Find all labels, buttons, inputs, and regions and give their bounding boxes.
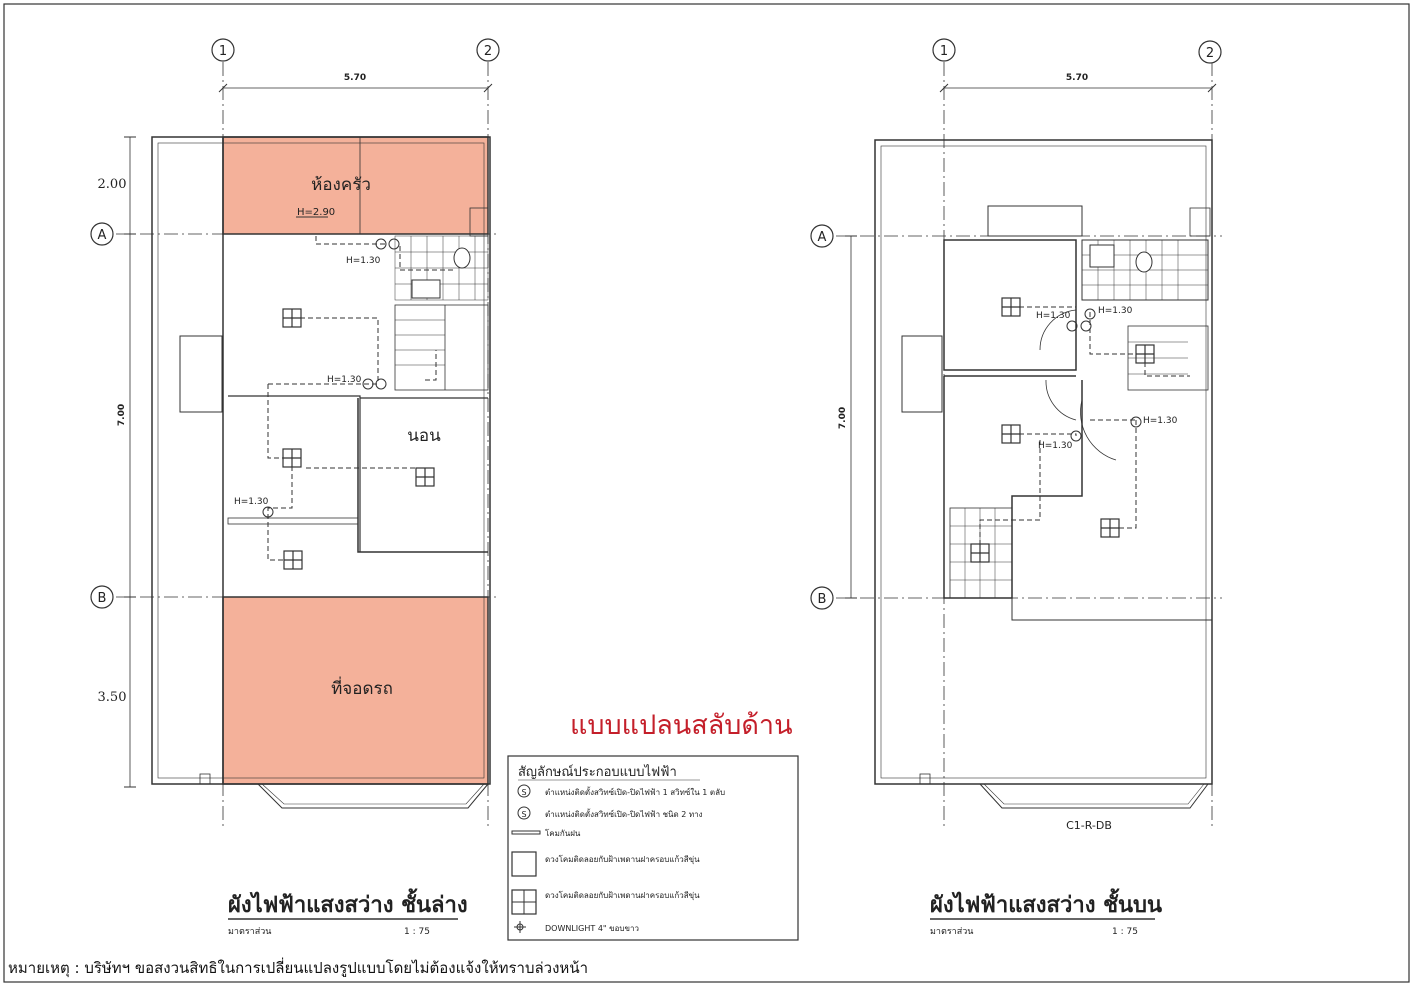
- ground-floor-title: ผังไฟฟ้าแสงสว่าง ชั้นล่าง: [228, 888, 468, 918]
- parking-room: [222, 596, 489, 785]
- outer-wall: [151, 136, 491, 785]
- grid-label-1: 1: [219, 44, 227, 59]
- legend-item-5: ดวงโคมติดลอยกับฝ้าเพดานฝาครอบแก้วสีขุ่น: [545, 890, 700, 900]
- grid-bubble-2: [476, 38, 500, 62]
- upper-grid-bubbles: [810, 38, 1222, 610]
- grid-bubble-1: [211, 38, 235, 62]
- upper-h-label-3: H=1.30: [1143, 416, 1178, 426]
- upper-scale-label: มาตราส่วน: [930, 927, 973, 937]
- grid-label-b: B: [98, 591, 107, 606]
- ground-scale-label: มาตราส่วน: [228, 927, 271, 937]
- upper-width-dim: 5.70: [1066, 73, 1088, 83]
- legend-box: [507, 755, 799, 941]
- legend-switch-icon: [517, 784, 531, 798]
- front-bay: [257, 783, 489, 809]
- grid-bubble-2-upper: [1198, 40, 1222, 64]
- h-label-2: H=1.30: [327, 375, 362, 385]
- upper-h-label-2: H=1.30: [1098, 306, 1133, 316]
- wiring: [267, 236, 455, 561]
- grid-label-2: 2: [484, 44, 492, 59]
- grid-bubble-a-upper: [810, 224, 834, 248]
- legend-item-4: ดวงโคมติดลอยกับฝ้าเพดานฝาครอบแก้วสีขุ่น: [545, 854, 700, 864]
- kitchen-label: ห้องครัว: [311, 175, 371, 195]
- outer-wall-upper: [874, 139, 1213, 785]
- legend-rain-lamp-icon: [511, 830, 541, 835]
- side-window: [179, 335, 223, 413]
- grid-bubble-b: [90, 585, 114, 609]
- h-label-3: H=1.30: [234, 497, 269, 507]
- upper-scale-value: 1 : 75: [1112, 927, 1138, 937]
- parking-label: ที่จอดรถ: [331, 676, 393, 699]
- ground-depth-dim-3: 3.50: [98, 690, 127, 705]
- grid-label-b-upper: B: [818, 592, 827, 607]
- upper-h-label-4: H=1.30: [1038, 441, 1073, 451]
- h-label-kitchen: H=2.90: [297, 207, 335, 218]
- basin: [411, 279, 441, 299]
- h-label-1: H=1.30: [346, 256, 381, 266]
- grid-label-a-upper: A: [818, 230, 827, 245]
- ground-depth-dim-2: 7.00: [117, 404, 127, 426]
- bedroom-label: นอน: [407, 426, 441, 446]
- legend-item-2: ตำแหน่งติดตั้งสวิทซ์เปิด-ปิดไฟฟ้า ชนิด 2…: [545, 808, 703, 819]
- grid-label-a: A: [98, 228, 107, 243]
- legend-item-3: โคมกันฝน: [545, 828, 581, 838]
- switches: [262, 238, 400, 518]
- sheet-border: [3, 3, 1410, 983]
- kitchen-room: [222, 136, 489, 235]
- legend: สัญลักษณ์ประกอบแบบไฟฟ้า S ตำแหน่งติดตั้ง…: [507, 755, 799, 941]
- upper-h-label-1: H=1.30: [1036, 311, 1071, 321]
- legend-item-6: DOWNLIGHT 4" ขอบขาว: [545, 924, 639, 933]
- flipped-plan-note: แบบแปลนสลับด้าน: [570, 710, 793, 741]
- footer-note: หมายเหตุ : บริษัทฯ ขอสงวนสิทธิในการเปลี่…: [8, 959, 588, 977]
- grid-bubble-b-upper: [810, 586, 834, 610]
- legend-lamp-icon: [511, 851, 537, 877]
- svg-text:S: S: [521, 788, 526, 797]
- upper-floor-plan: [836, 62, 1222, 830]
- ground-floor-plan: [116, 62, 500, 830]
- grid-bubble-1-upper: [932, 38, 956, 62]
- upper-depth-dim: 7.00: [838, 407, 848, 429]
- stairs: [394, 304, 489, 391]
- upper-floor-title: ผังไฟฟ้าแสงสว่าง ชั้นบน: [930, 888, 1162, 918]
- legend-item-1: ตำแหน่งติดตั้งสวิทซ์เปิด-ปิดไฟฟ้า 1 สวิท…: [545, 786, 725, 797]
- legend-title: สัญลักษณ์ประกอบแบบไฟฟ้า: [518, 764, 677, 780]
- toilet: [453, 247, 471, 269]
- ground-grid-bubbles: [90, 38, 500, 609]
- ceiling-lights-upper: [970, 297, 1155, 563]
- legend-2way-switch-icon: [517, 806, 531, 820]
- grid-label-1-upper: 1: [940, 44, 948, 59]
- drawing-code: C1-R-DB: [1066, 819, 1112, 832]
- ground-scale-value: 1 : 75: [404, 927, 430, 937]
- grid-bubble-a: [90, 222, 114, 246]
- grid-label-2-upper: 2: [1206, 46, 1214, 61]
- wiring-upper: [979, 306, 1190, 553]
- ground-width-dim: 5.70: [344, 73, 366, 83]
- bathroom-tiles: [394, 235, 489, 301]
- ceiling-lights: [282, 308, 435, 570]
- svg-text:S: S: [521, 810, 526, 819]
- ground-depth-dim-1: 2.00: [98, 177, 127, 192]
